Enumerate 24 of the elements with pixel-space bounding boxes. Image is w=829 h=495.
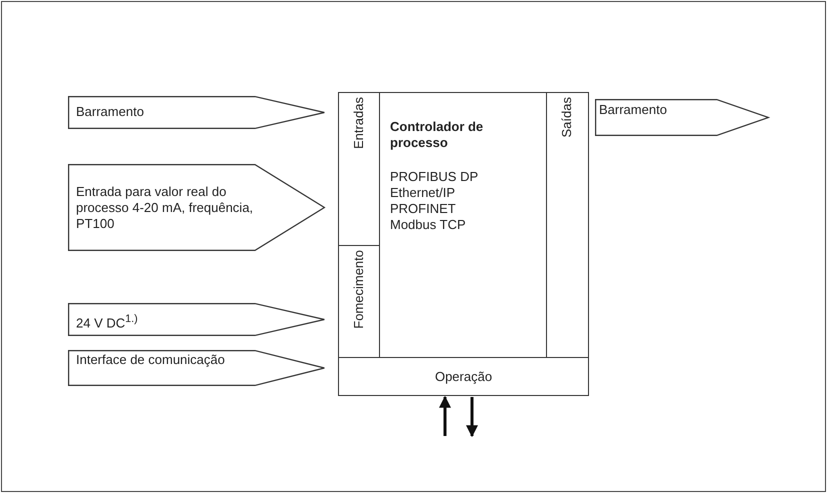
arrow-label: Barramento [599, 102, 667, 118]
input-arrow-box [68, 303, 325, 336]
protocol-label: Modbus TCP [390, 217, 466, 233]
column-label: Fomecimento [351, 250, 367, 329]
operation-label: Operação [434, 369, 492, 384]
arrow [466, 397, 478, 438]
controller-title: Controlador de processo [390, 119, 484, 151]
operation-bar [338, 357, 589, 396]
output-column [546, 92, 589, 358]
input-arrow-box [68, 350, 325, 386]
input-arrow-box [68, 96, 325, 129]
input-column [338, 92, 380, 246]
arrow-label: Interface de comunicação [76, 352, 226, 368]
input-arrow-box [68, 164, 325, 251]
arrow-label: 24 V DC$^{1.)}$ [76, 312, 138, 332]
column-label: Saídas [559, 97, 575, 138]
arrow-label: Barramento [76, 104, 144, 120]
arrow-label: Entrada para valor real do processo 4-20 mA, frequência, PT100 [76, 184, 254, 232]
protocol-label: Ethernet/IP [390, 185, 456, 201]
column-label: Entradas [351, 97, 367, 150]
output-arrow-box [595, 99, 769, 136]
arrow [439, 396, 451, 436]
protocol-label: PROFIBUS DP [390, 169, 478, 185]
protocol-label: PROFINET [390, 201, 456, 217]
